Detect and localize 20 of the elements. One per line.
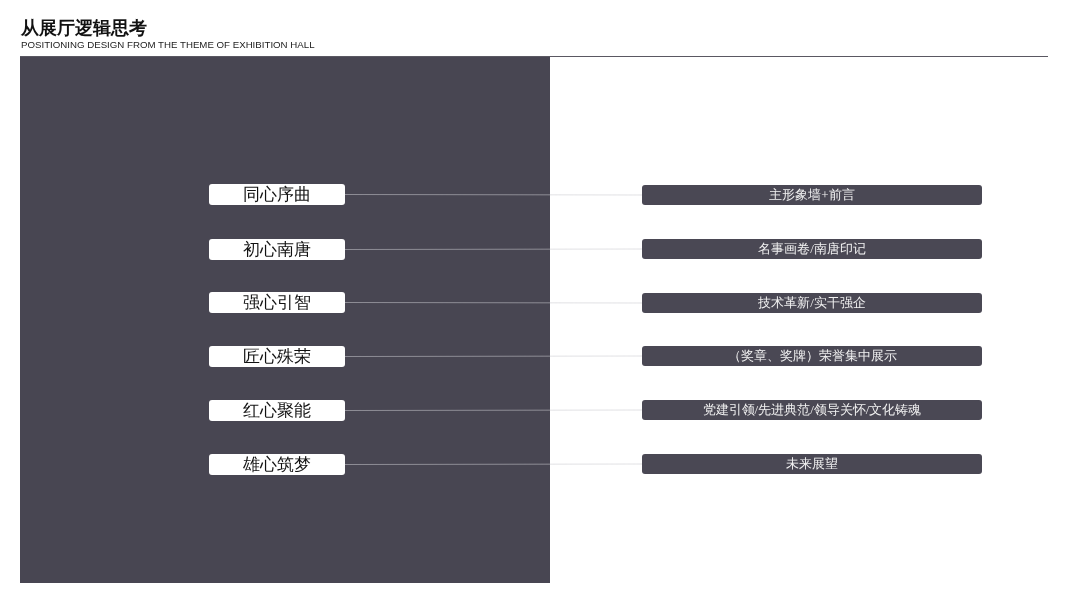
- connector-line: [344, 194, 643, 196]
- section-box: 初心南唐: [209, 239, 345, 260]
- content-box: 未来展望: [642, 454, 982, 474]
- content-box: 党建引领/先进典范/领导关怀/文化铸魂: [642, 400, 982, 420]
- connector-line: [344, 248, 643, 250]
- section-box: 红心聚能: [209, 400, 345, 421]
- connector-line: [344, 409, 643, 411]
- connector-line: [344, 463, 643, 465]
- content-box: 技术革新/实干强企: [642, 293, 982, 313]
- subtitle: POSITIONING DESIGN FROM THE THEME OF EXHIBITION HALL: [21, 39, 315, 51]
- section-box: 同心序曲: [209, 184, 345, 205]
- connector-line: [344, 302, 643, 304]
- section-box: 雄心筑梦: [209, 454, 345, 475]
- section-box: 匠心殊荣: [209, 346, 345, 367]
- connector-line: [344, 355, 643, 357]
- content-box: 主形象墙+前言: [642, 185, 982, 205]
- content-box: 名事画卷/南唐印记: [642, 239, 982, 259]
- section-box: 强心引智: [209, 292, 345, 313]
- content-box: （奖章、奖牌）荣誉集中展示: [642, 346, 982, 366]
- title: 从展厅逻辑思考: [21, 17, 147, 39]
